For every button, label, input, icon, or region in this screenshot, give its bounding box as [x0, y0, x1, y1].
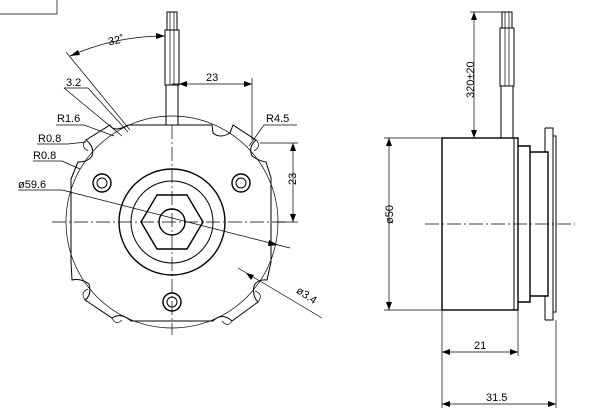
angle-arrow-2 [70, 50, 80, 56]
stator-outline [70, 124, 272, 322]
angle-arrow-1 [156, 33, 165, 39]
dim-21-arrow-l [442, 349, 450, 355]
mounting-hole-left [92, 173, 112, 193]
dim-3-2-leader-2 [87, 87, 129, 133]
dim-3-2-leader-1 [63, 87, 123, 137]
label-outer-diameter: ø59.6 [18, 179, 46, 191]
lead-wire-side [499, 11, 515, 139]
label-wire-to-flat: 23 [206, 72, 218, 84]
dim-21-arrow-r [510, 349, 518, 355]
dim-r0-8-b-arrow [61, 160, 81, 170]
angle-dim-extension [65, 51, 131, 131]
dim-23-arrow-r [244, 81, 252, 87]
dim-320-arrow-b [471, 130, 477, 138]
lead-wire-front [164, 11, 180, 126]
label-wire-length: 320±20 [465, 61, 477, 98]
angle-dim-arc [69, 35, 166, 57]
label-r-outer-notch: R4.5 [266, 113, 289, 125]
dim-d50-arrow-b [386, 302, 392, 310]
dim-d50-arrow-t [386, 138, 392, 146]
dim-320-arrow-t [471, 12, 477, 20]
dim-r0-8-a-arrow [67, 141, 87, 145]
label-r-notch-small: R1.6 [57, 113, 80, 125]
dim-31-5-arrow-r [548, 401, 556, 407]
label-angle: 32˚ [107, 33, 125, 48]
label-total-length: 31.5 [486, 392, 507, 404]
dim-23-arrow-l [179, 81, 187, 87]
mounting-hole-right [231, 173, 251, 193]
dim-d59-6-arrow [268, 240, 278, 246]
label-body-diameter: ø50 [384, 205, 396, 224]
dim-d3-4-arrow [246, 273, 254, 280]
label-r-edge-2: R0.8 [33, 150, 56, 162]
front-view: 32˚ 3.2 23 R1.6 R0.8 R0.8 R4.5 ø59.6 [18, 11, 323, 335]
dim-23v-arrow-b [290, 214, 296, 222]
dim-31-5-arrow-l [442, 401, 450, 407]
label-wire-offset-width: 3.2 [66, 77, 81, 89]
notch-arcs [82, 139, 261, 325]
label-body-length: 21 [474, 340, 486, 352]
label-r-edge-1: R0.8 [38, 133, 61, 145]
dim-d59-6-line [61, 189, 291, 249]
title-block-corner [0, 0, 58, 15]
dim-r4-5-arrow [248, 124, 265, 147]
side-view: 320±20 ø50 21 31.5 [384, 11, 575, 408]
dim-r1-6-arrow-line [83, 124, 115, 137]
dim-23v-arrow-t [290, 143, 296, 151]
label-flat-height: 23 [287, 173, 299, 185]
